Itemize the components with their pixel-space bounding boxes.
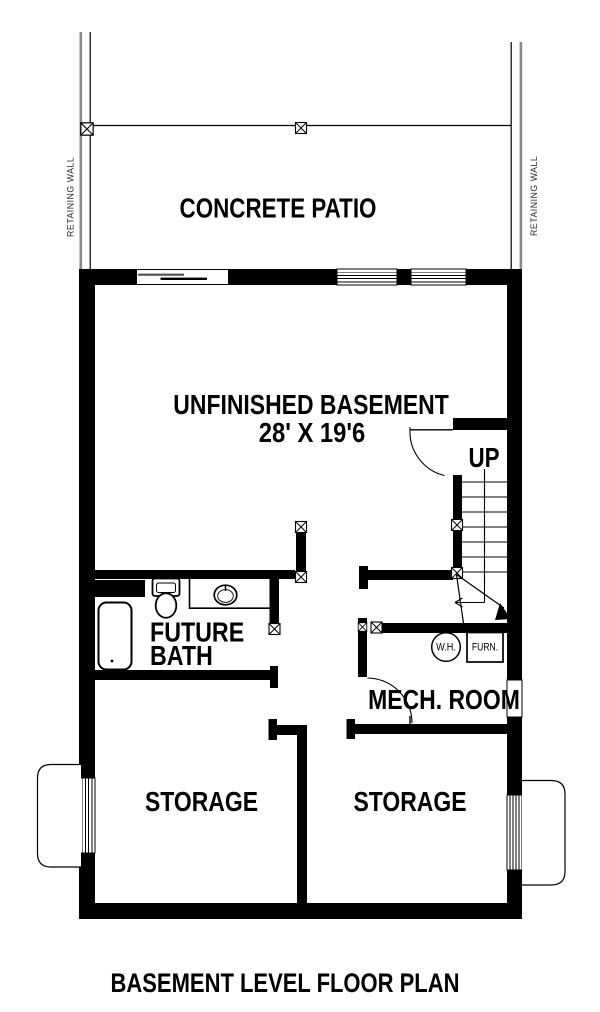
basement-dimensions: 28' X 19'6 <box>259 416 366 448</box>
plan-title: BASEMENT LEVEL FLOOR PLAN <box>111 969 460 998</box>
future-bath: FUTURE BATH <box>97 577 270 672</box>
bath-right-wall <box>269 579 279 625</box>
bathtub-symbol <box>97 601 133 671</box>
post-marker-icon <box>357 622 368 632</box>
retaining-wall-left-inner-line <box>89 32 91 270</box>
window-frame <box>506 794 523 871</box>
sliding-door-panel <box>160 277 207 280</box>
retaining-wall-right-outer-line <box>519 42 523 269</box>
post-marker-icon <box>370 621 383 634</box>
patio-label: CONCRETE PATIO <box>180 193 377 224</box>
stair-break-line <box>455 574 465 628</box>
storage-wall-stub <box>277 725 307 735</box>
post-marker-icon <box>294 121 308 135</box>
post-marker-icon <box>450 518 464 532</box>
wall-end-cap <box>268 719 277 740</box>
left-wall-upper <box>79 269 95 778</box>
retaining-wall-right-label: RETAINING WALL <box>529 156 539 236</box>
future-bath-label-line1: FUTURE <box>150 618 244 648</box>
top-wall-segment <box>228 269 337 285</box>
post-marker-icon <box>294 520 308 534</box>
storage-right-label: STORAGE <box>353 787 466 818</box>
stair-break-triangle <box>495 603 511 620</box>
stair-arrow-head <box>454 597 463 604</box>
top-wall-mullion <box>397 269 411 285</box>
window-frame <box>410 268 467 286</box>
mech-top-wall <box>382 623 507 633</box>
wall-end-cap <box>270 666 278 688</box>
sliding-glass-door <box>137 269 228 285</box>
mech-left-wall <box>358 638 367 677</box>
mech-door-swing-arc <box>367 677 413 724</box>
furnace-label: FURN. <box>472 642 498 654</box>
stair-top-wall <box>453 418 507 430</box>
window-right <box>506 794 523 871</box>
water-heater-symbol <box>430 631 462 663</box>
hall-top-wall <box>368 570 453 580</box>
retaining-wall-left-label: RETAINING WALL <box>66 157 76 237</box>
post-marker-icon <box>268 622 281 636</box>
mech-room-window <box>506 679 523 718</box>
basement-label: UNFINISHED BASEMENT <box>173 390 449 421</box>
mech-bottom-wall <box>355 724 507 734</box>
retaining-wall-right: RETAINING WALL <box>510 42 539 270</box>
areaway-left <box>36 763 81 868</box>
wall-spur <box>296 533 306 572</box>
bath-top-wall <box>95 570 295 579</box>
tub-drain-icon <box>110 659 114 663</box>
concrete-patio: CONCRETE PATIO <box>80 121 511 224</box>
window-left <box>78 777 96 854</box>
future-bath-label-line2: BATH <box>150 641 213 671</box>
bath-bottom-wall <box>95 670 270 680</box>
bottom-wall <box>79 903 522 919</box>
tub-alcove-wall <box>95 580 145 597</box>
staircase: UP <box>409 427 511 628</box>
window-frame <box>78 777 96 854</box>
right-wall-upper <box>507 269 522 680</box>
left-wall-lower <box>79 853 95 919</box>
mech-room: W.H. FURN. MECH. ROOM <box>367 631 520 726</box>
sink-basin-inner <box>217 589 234 603</box>
water-heater-label: W.H. <box>436 642 456 654</box>
stair-door-swing-arc <box>409 429 445 477</box>
sliding-door-panel <box>138 273 184 276</box>
post-marker-icon <box>294 570 308 584</box>
wall-end-cap <box>359 566 368 589</box>
furnace-symbol <box>466 631 504 663</box>
areaway-right <box>522 779 566 886</box>
exterior-walls <box>79 269 522 919</box>
retaining-wall-left-outer-line <box>79 32 83 269</box>
storage-divider-wall <box>297 735 307 903</box>
toilet-tank-inner <box>156 582 176 593</box>
retaining-wall-right-inner-line <box>510 42 512 270</box>
window-top-2 <box>410 268 467 286</box>
post-marker-icon <box>80 122 94 136</box>
stairs-up-label: UP <box>468 443 499 474</box>
mech-room-label: MECH. ROOM <box>368 685 520 716</box>
wall-end-cap <box>346 719 355 739</box>
retaining-wall-left: RETAINING WALL <box>66 32 91 270</box>
storage-left-label: STORAGE <box>145 787 258 818</box>
right-wall-middle <box>507 717 522 795</box>
interior-walls <box>95 418 507 903</box>
window-frame <box>336 268 398 286</box>
window-top-1 <box>336 268 398 286</box>
stair-break-line <box>456 574 505 609</box>
toilet-bowl <box>154 592 178 619</box>
